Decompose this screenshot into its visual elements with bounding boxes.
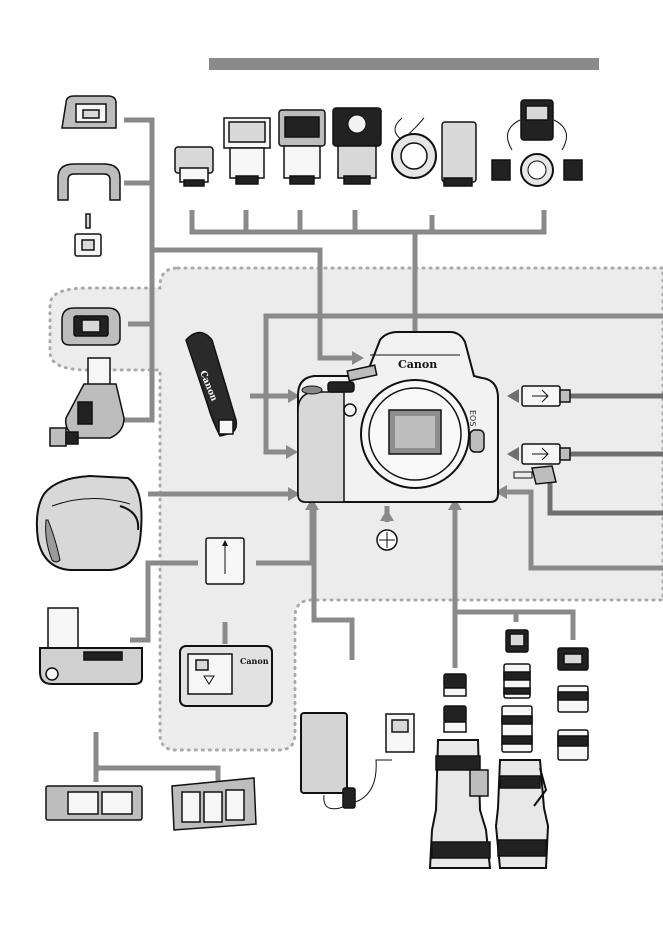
eyecup-icon (62, 96, 116, 128)
speedlite-icon (224, 118, 270, 184)
eyecup-icon (58, 164, 120, 200)
battery-magazine-icon (172, 778, 256, 830)
speedlite-icon (279, 110, 325, 184)
lens-icon (558, 648, 588, 670)
charger-logo: Canon (240, 656, 269, 666)
lens-icon (502, 706, 532, 752)
ac-adapter-icon (301, 713, 414, 809)
macro-twin-lite-icon (492, 100, 582, 186)
battery-magazine-icon (46, 786, 142, 820)
lens-icon (496, 760, 548, 868)
title-bar (209, 58, 599, 70)
lens-icon (504, 664, 530, 698)
semi-hard-case-icon (37, 476, 142, 570)
eyepiece-adapter-icon (75, 214, 101, 256)
speedlite-icon (175, 147, 213, 186)
lens-icon (558, 730, 588, 760)
eyepiece-extender-icon (62, 308, 120, 345)
battery-pack-icon (206, 538, 244, 584)
lens-icon (430, 740, 490, 868)
lens-icon (506, 630, 528, 652)
speedlite-icon (333, 108, 381, 184)
lens-icon (558, 686, 588, 712)
extender-icon (444, 674, 466, 732)
camera-model-mark: EOS (468, 410, 477, 426)
tripod-socket-icon (377, 530, 397, 550)
battery-charger-icon: Canon (180, 646, 272, 706)
battery-grip-icon (40, 608, 142, 684)
macro-ring-lite-icon (392, 118, 476, 186)
camera-logo: Canon (398, 358, 437, 371)
